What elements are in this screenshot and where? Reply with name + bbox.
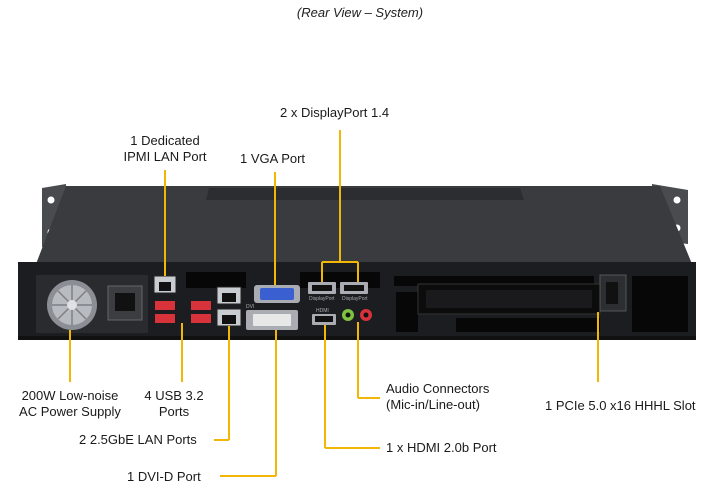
chassis-top-panel [206,188,524,200]
svg-text:DisplayPort: DisplayPort [342,296,368,302]
usb-ports [155,301,211,323]
label-ipmi-lan: 1 Dedicated IPMI LAN Port [123,133,207,164]
pcie-slot [417,274,627,315]
label-dvi: 1 DVI-D Port [127,469,201,484]
lan-ports [216,286,242,327]
svg-text:DisplayPort: DisplayPort [309,296,335,302]
label-usb: 4 USB 3.2 Ports [144,388,204,419]
leader-lines [69,130,599,477]
figure-caption: (Rear View – System) [296,5,424,20]
displayport-ports: DisplayPort DisplayPort [308,282,368,302]
label-audio: Audio Connectors (Mic-in/Line-out) [386,381,490,412]
rear-vents [186,272,688,332]
label-displayport: 2 x DisplayPort 1.4 [280,105,390,120]
hdmi-silk-label: HDMI [316,308,329,314]
dvi-silk-label: DVI [246,304,254,310]
label-lan: 2 2.5GbE LAN Ports [79,432,197,447]
label-pcie: 1 PCIe 5.0 x16 HHHL Slot [545,398,696,413]
label-hdmi: 1 x HDMI 2.0b Port [386,440,497,455]
power-supply [36,275,148,333]
label-power-supply: 200W Low-noise AC Power Supply [19,388,121,419]
label-vga: 1 VGA Port [240,151,306,166]
chassis-top [36,186,692,264]
